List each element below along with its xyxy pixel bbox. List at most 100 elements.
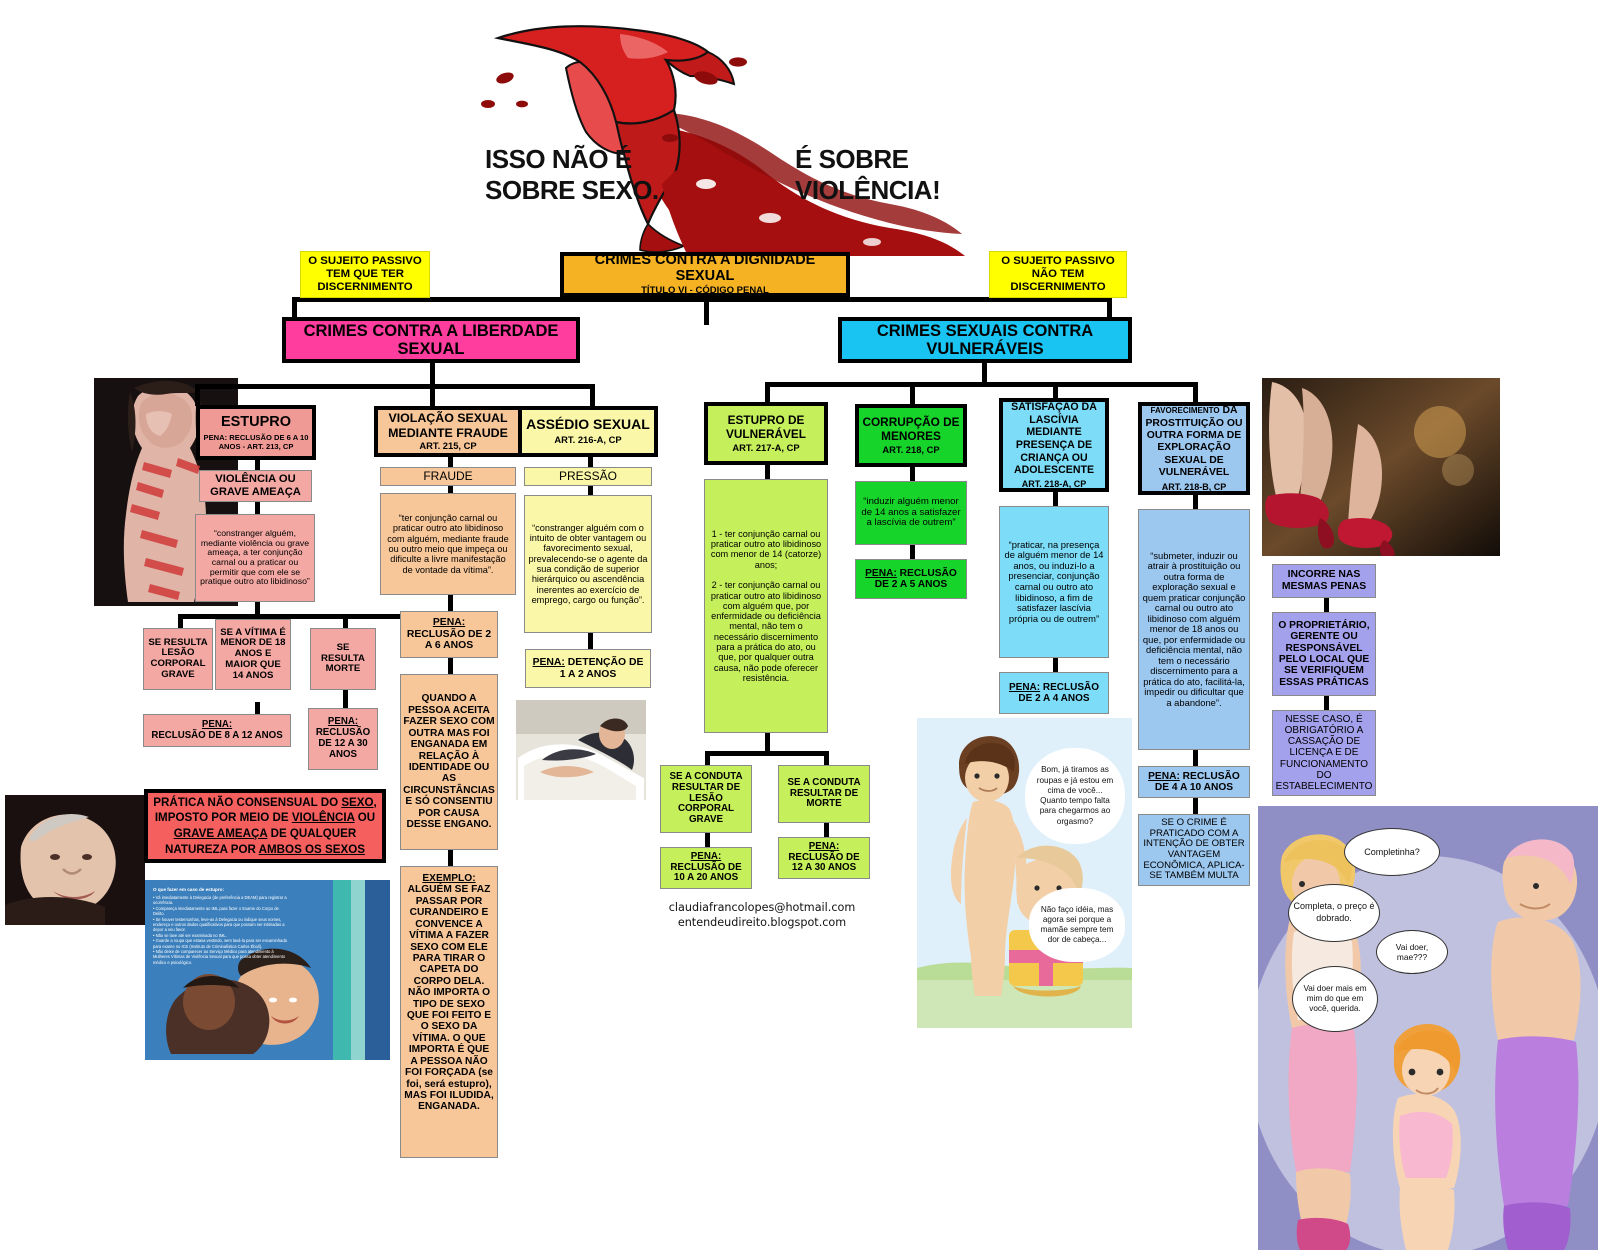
corrupcao-pena-text: PENA: RECLUSÃO DE 2 A 5 ANOS xyxy=(865,567,957,590)
vulneravel-pena-morte-label: PENA: xyxy=(808,840,840,852)
connector-right-down xyxy=(982,362,987,382)
violacao-example: EXEMPLO: ALGUÉM SE FAZ PASSAR POR CURAND… xyxy=(400,866,498,1158)
assedio-pena-text: PENA: DETENÇÃO DE 1 A 2 ANOS xyxy=(532,656,644,680)
connector-right-c3 xyxy=(1053,382,1058,406)
lascivia-node[interactable]: SATISFAÇÃO DA LASCÍVIA MEDIANTE PRESENÇA… xyxy=(999,398,1109,492)
root-title: CRIMES CONTRA A DIGNIDADE SEXUAL xyxy=(594,251,816,285)
connector-right-c4 xyxy=(1193,382,1198,406)
incorre-consequence: NESSE CASO, É OBRIGATÓRIO A CASSAÇÃO DE … xyxy=(1272,710,1376,796)
connector-violacao-1 xyxy=(448,457,453,467)
connector-vulneravel-1 xyxy=(765,465,770,479)
branch-liberdade-sexual[interactable]: CRIMES CONTRA A LIBERDADE SEXUAL xyxy=(282,317,580,363)
lascivia-subtitle: ART. 218-A, CP xyxy=(1021,479,1087,490)
connector-violacao-2 xyxy=(448,483,453,493)
favorecimento-subtitle: ART. 218-B, CP xyxy=(1161,481,1227,492)
lascivia-pena: PENA: RECLUSÃO DE 2 A 4 ANOS xyxy=(999,672,1109,714)
connector-estupro-pena-a xyxy=(255,702,260,716)
connector-left-bar xyxy=(195,384,595,389)
incorre-who-text: O PROPRIETÁRIO, GERENTE OU RESPONSÁVEL P… xyxy=(1278,619,1370,688)
connector-vulneravel-pena-b xyxy=(824,823,829,837)
favorecimento-title: FAVORECIMENTO DA PROSTITUIÇÃO OU OUTRA F… xyxy=(1145,405,1243,479)
corrupcao-node[interactable]: CORRUPÇÃO DE MENORES ART. 218, CP xyxy=(855,404,967,467)
bloody-panties-illustration xyxy=(481,25,965,256)
assedio-element-label: PRESSÃO xyxy=(558,468,618,483)
connector-estupro-3 xyxy=(255,602,260,614)
vulneravel-cond-lesao-text: SE A CONDUTA RESULTAR DE LESÃO CORPORAL … xyxy=(669,770,743,826)
vulneravel-pena-morte-value: RECLUSÃO DE 12 A 30 ANOS xyxy=(788,851,860,874)
root-node[interactable]: CRIMES CONTRA A DIGNIDADE SEXUAL TÍTULO … xyxy=(560,252,850,297)
vulneravel-node[interactable]: ESTUPRO DE VULNERÁVEL ART. 217-A, CP xyxy=(704,402,828,465)
violacao-title: VIOLAÇÃO SEXUAL MEDIANTE FRAUDE xyxy=(388,411,508,440)
incorre-title: INCORRE NAS MESMAS PENAS xyxy=(1281,569,1367,592)
credits-email: claudiafrancolopes@hotmail.com xyxy=(668,901,856,914)
vulneravel-subtitle: ART. 217-A, CP xyxy=(732,442,800,454)
cartoon-vulneravel: Bom, já tiramos as roupas e já estou em … xyxy=(917,718,1132,1028)
assedio-quote-text: “constranger alguém com o intuito de obt… xyxy=(528,522,648,605)
estupro-pena-lesao-label: PENA: xyxy=(201,718,233,730)
assedio-node[interactable]: ASSÉDIO SEXUAL ART. 216-A, CP xyxy=(518,406,658,457)
estupro-pena-morte-label: PENA: xyxy=(327,716,359,728)
connector-root-down xyxy=(704,297,709,325)
connector-left-c1 xyxy=(195,384,200,406)
cartoon-prostituicao: Completinha? Completa, o preço é dobrado… xyxy=(1258,806,1598,1250)
violacao-explain-text: QUANDO A PESSOA ACEITA FAZER SEXO COM OU… xyxy=(403,693,495,831)
leaflet-text: O que fazer em caso de estupro: • Vá ime… xyxy=(153,887,287,965)
connector-estupro-1 xyxy=(255,460,260,470)
vulneravel-pena-lesao: PENA: RECLUSÃO DE 10 A 20 ANOS xyxy=(660,847,752,889)
violacao-pena: PENA: RECLUSÃO DE 2 A 6 ANOS xyxy=(400,611,498,658)
estupro-pena-lesao-value: RECLUSÃO DE 8 A 12 ANOS xyxy=(151,729,283,741)
violacao-quote-text: “ter conjunção carnal ou praticar outro … xyxy=(387,513,509,575)
connector-violacao-3 xyxy=(448,595,453,611)
favorecimento-extra-text: SE O CRIME É PRATICADO COM A INTENÇÃO DE… xyxy=(1143,816,1245,882)
estupro-cond-morte-text: SE RESULTA MORTE xyxy=(321,641,365,675)
favorecimento-quote: “submeter, induzir ou atrair à prostitui… xyxy=(1138,509,1250,750)
vulneravel-title: ESTUPRO DE VULNERÁVEL xyxy=(726,413,806,442)
lascivia-quote-text: “praticar, na presença de alguém menor d… xyxy=(1004,538,1104,624)
connector-right-bar xyxy=(765,382,1195,387)
estupro-footer: PRÁTICA NÃO CONSENSUAL DO SEXO, IMPOSTO … xyxy=(144,789,386,863)
violacao-node[interactable]: VIOLAÇÃO SEXUAL MEDIANTE FRAUDE ART. 215… xyxy=(374,406,522,457)
connector-left-c2 xyxy=(430,384,435,406)
estupro-element-label: VIOLÊNCIA OU GRAVE AMEAÇA xyxy=(210,473,301,498)
vulneravel-pena-morte: PENA: RECLUSÃO DE 12 A 30 ANOS xyxy=(778,837,870,879)
estupro-subtitle: PENA: RECLUSÃO DE 6 A 10 ANOS - ART. 213… xyxy=(203,432,309,451)
connector-favorecimento-2 xyxy=(1193,750,1198,766)
vulneravel-quote-text: 1 - ter conjunção carnal ou praticar out… xyxy=(710,528,822,683)
connector-assedio-2 xyxy=(588,483,593,495)
estupro-quote: “constranger alguém, mediante violência … xyxy=(195,514,315,602)
favorecimento-node[interactable]: FAVORECIMENTO DA PROSTITUIÇÃO OU OUTRA F… xyxy=(1138,402,1250,495)
estupro-pena-morte-value: RECLUSÃO DE 12 A 30 ANOS xyxy=(315,727,371,760)
estupro-pena-lesao: PENA: RECLUSÃO DE 8 A 12 ANOS xyxy=(143,714,291,747)
photo-harassment xyxy=(516,700,646,800)
cartoon-bubble-completa: Completa, o preço é dobrado. xyxy=(1288,884,1380,942)
cartoon-bubble-2: Não faço idéia, mas agora sei porque a m… xyxy=(1029,888,1125,962)
connector-violacao-4 xyxy=(448,658,453,674)
connector-right-c1 xyxy=(765,382,770,406)
corrupcao-quote: “induzir alguém menor de 14 anos a satis… xyxy=(855,481,967,545)
estupro-footer-text: PRÁTICA NÃO CONSENSUAL DO SEXO, IMPOSTO … xyxy=(153,795,377,856)
estupro-node[interactable]: ESTUPRO PENA: RECLUSÃO DE 6 A 10 ANOS - … xyxy=(196,405,316,460)
banner-artwork: ISSO NÃO É SOBRE SEXO. É SOBRE VIOLÊNCIA… xyxy=(470,18,970,258)
estupro-cond-menor-text: SE A VÍTIMA É MENOR DE 18 ANOS E MAIOR Q… xyxy=(220,626,286,681)
estupro-element: VIOLÊNCIA OU GRAVE AMEAÇA xyxy=(199,470,312,502)
connector-incorre-1 xyxy=(1324,598,1329,612)
connector-estupro-2 xyxy=(255,502,260,514)
connector-estupro-b3 xyxy=(343,614,348,628)
photo-harassment-illustration xyxy=(516,700,646,800)
connector-violacao-5 xyxy=(448,850,453,866)
connector-vulneravel-bar xyxy=(705,751,829,756)
estupro-cond-menor: SE A VÍTIMA É MENOR DE 18 ANOS E MAIOR Q… xyxy=(215,619,291,690)
branch-vulneraveis[interactable]: CRIMES SEXUAIS CONTRA VULNERÁVEIS xyxy=(838,317,1132,363)
banner-right-text: É SOBRE VIOLÊNCIA! xyxy=(795,144,941,205)
connector-incorre-2 xyxy=(1324,696,1329,710)
connector-estupro-b1 xyxy=(178,614,183,628)
connector-vulneravel-b2 xyxy=(824,751,829,765)
connector-vulneravel-b1 xyxy=(705,751,710,765)
violacao-pena-text: PENA: RECLUSÃO DE 2 A 6 ANOS xyxy=(406,617,492,652)
connector-assedio-3 xyxy=(588,633,593,649)
connector-left-c3 xyxy=(590,384,595,406)
connector-left-down xyxy=(430,362,435,384)
connector-branch-bar xyxy=(292,297,1112,302)
assedio-title: ASSÉDIO SEXUAL xyxy=(526,416,650,433)
incorre-node: INCORRE NAS MESMAS PENAS xyxy=(1272,564,1376,598)
